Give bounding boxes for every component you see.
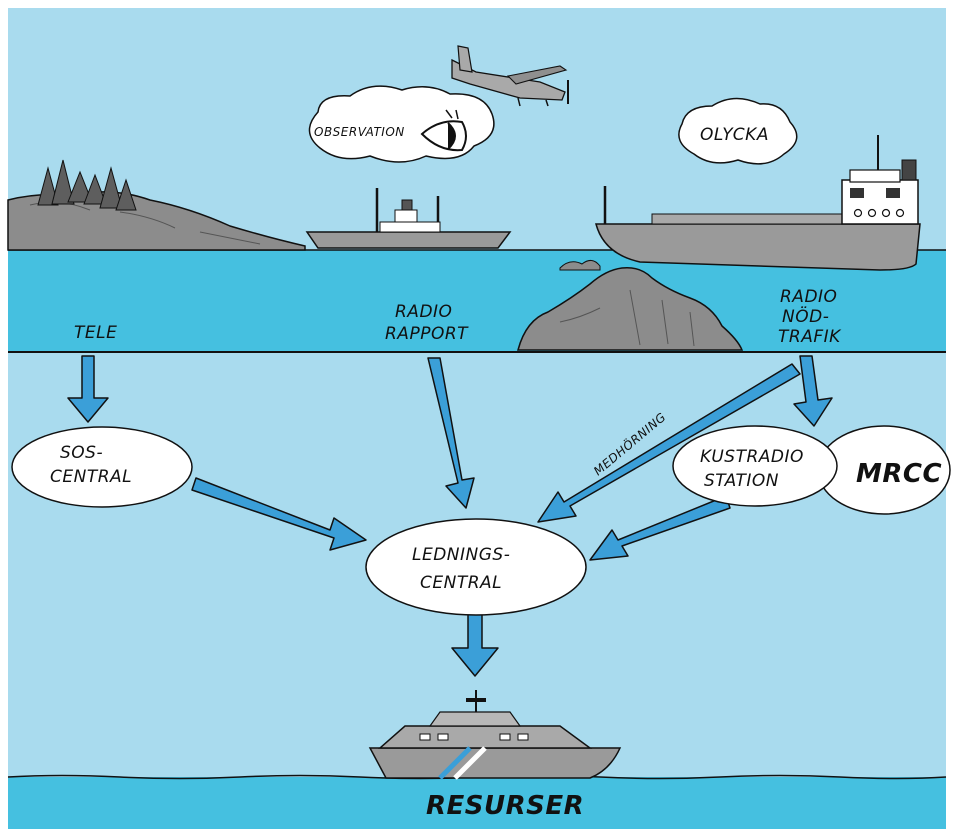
mrcc-label: MRCC xyxy=(856,459,942,489)
lednings-central-line-1: LEDNINGS- xyxy=(412,545,510,565)
olycka-bubble xyxy=(678,97,798,165)
arrow-kustradio-to-ledning xyxy=(589,495,731,561)
kustradio-station-line-2: STATION xyxy=(704,471,779,491)
arrow-tele-to-sos xyxy=(67,355,109,423)
sos-central-line-1: SOS- xyxy=(60,443,103,463)
sos-central-label: SOS- CENTRAL xyxy=(50,443,132,487)
arrow-sos-to-ledning xyxy=(191,477,367,551)
sos-central-node xyxy=(11,426,193,508)
radio-rapport-line-1: RADIO xyxy=(395,302,452,322)
sea-lower xyxy=(8,777,946,829)
lednings-central-label: LEDNINGS- CENTRAL xyxy=(412,545,516,593)
kustradio-station-node xyxy=(672,425,838,507)
arrow-nod-to-ledning xyxy=(537,363,801,523)
lednings-central-node xyxy=(365,518,587,616)
olycka-label: OLYCKA xyxy=(700,125,769,145)
eye-icon xyxy=(420,109,467,152)
arrow-rapport-to-ledning xyxy=(427,357,475,509)
radio-rapport-line-2: RAPPORT xyxy=(385,324,469,344)
island-icon xyxy=(7,159,306,251)
sos-central-line-2: CENTRAL xyxy=(50,467,132,487)
arrows xyxy=(67,355,833,677)
rock-icon xyxy=(517,260,744,351)
patrol-boat-icon xyxy=(368,690,622,780)
resurser-label: RESURSER xyxy=(426,791,584,821)
radio-rapport-label: RADIO RAPPORT xyxy=(385,302,469,344)
kustradio-station-label: KUSTRADIO STATION xyxy=(700,447,810,491)
radio-nodtrafik-line-3: TRAFIK xyxy=(778,327,842,347)
tele-label: TELE xyxy=(74,323,117,343)
lednings-central-line-2: CENTRAL xyxy=(420,573,502,593)
radio-nodtrafik-line-1: RADIO xyxy=(780,287,837,307)
aircraft-icon xyxy=(451,45,569,107)
ferry-ship-icon xyxy=(305,188,512,249)
observation-label: OBSERVATION xyxy=(314,125,405,139)
kustradio-station-line-1: KUSTRADIO xyxy=(700,447,804,467)
radio-nodtrafik-label: RADIO NÖD- TRAFIK xyxy=(778,287,843,347)
arrow-nod-to-kustradio xyxy=(793,355,833,427)
cargo-ship-icon xyxy=(595,135,921,271)
radio-nodtrafik-line-2: NÖD- xyxy=(782,305,829,327)
